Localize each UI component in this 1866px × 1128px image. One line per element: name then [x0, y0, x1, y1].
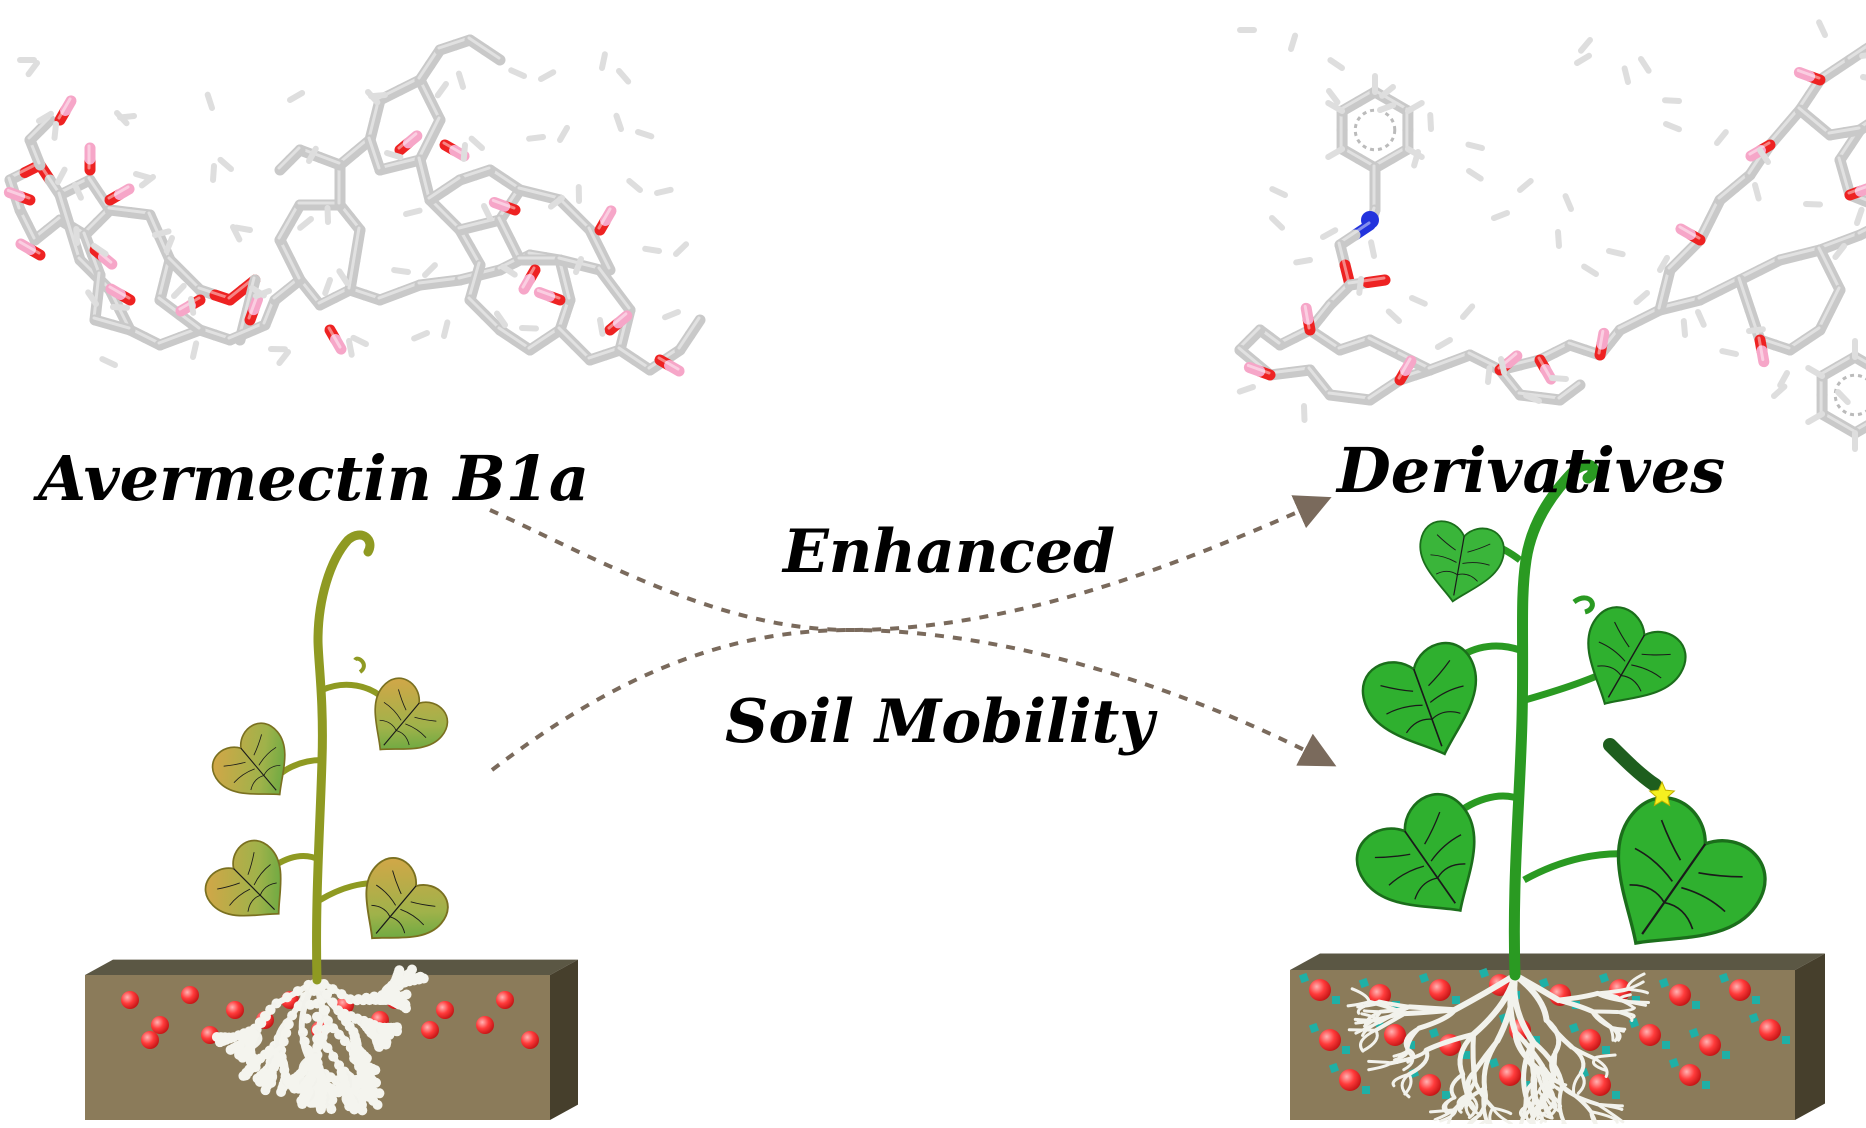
particle-tag — [1662, 1041, 1670, 1049]
soil-particle — [1384, 1024, 1406, 1046]
soil-side — [1795, 954, 1825, 1121]
particle-tag — [1782, 1036, 1790, 1044]
particle-tag — [1362, 1086, 1370, 1094]
particle-tag — [1612, 1091, 1620, 1099]
healthy-leaf — [1561, 598, 1695, 729]
soil-particle — [1339, 1069, 1361, 1091]
particle-tag — [1692, 1001, 1700, 1009]
soil-particle — [1679, 1064, 1701, 1086]
particle-tag — [1342, 1046, 1350, 1054]
stressed-leaf — [339, 849, 457, 966]
healthy-leaf — [1355, 635, 1499, 774]
particle-tag — [1752, 996, 1760, 1004]
particle-tag — [1602, 1046, 1610, 1054]
soil-particle — [1729, 979, 1751, 1001]
soil-particle — [1589, 1074, 1611, 1096]
soil-top — [1290, 954, 1825, 971]
soil-particle — [436, 1001, 454, 1019]
soil-particle — [151, 1016, 169, 1034]
stem — [1514, 465, 1593, 975]
soil-particle — [521, 1031, 539, 1049]
soil-particle — [1699, 1034, 1721, 1056]
soil-particle — [1639, 1024, 1661, 1046]
avermectin-b1a-label: Avermectin B1a — [38, 448, 589, 510]
soil-particle — [141, 1031, 159, 1049]
avermectin-b1a-molecule — [8, 38, 700, 371]
tendril — [355, 659, 364, 672]
tendril — [1574, 598, 1592, 612]
leaf-petiole — [322, 685, 385, 700]
healthy-leaf — [1345, 782, 1511, 946]
soil-particle — [1669, 984, 1691, 1006]
soil-particle — [421, 1021, 439, 1039]
particle-tag — [1332, 996, 1340, 1004]
healthy-plant-scene — [1290, 465, 1825, 1124]
soil-mobility-label: Soil Mobility — [725, 692, 1154, 752]
soil-particle — [496, 991, 514, 1009]
soil-particle — [1429, 979, 1451, 1001]
particle-tag — [1442, 1091, 1450, 1099]
soil-particle — [1319, 1029, 1341, 1051]
derivatives-molecule — [1239, 13, 1866, 449]
healthy-leaf — [1411, 518, 1507, 609]
stressed-leaf — [197, 832, 307, 942]
soil-particle — [1309, 979, 1331, 1001]
stem — [317, 535, 370, 980]
soil-top — [85, 960, 578, 975]
soil-particle — [1759, 1019, 1781, 1041]
particle-tag — [1452, 996, 1460, 1004]
soil-particle — [226, 1001, 244, 1019]
derivatives-label: Derivatives — [1337, 440, 1725, 502]
soil-particle — [121, 991, 139, 1009]
soil-particle — [1499, 1064, 1521, 1086]
particle-tag — [1722, 1051, 1730, 1059]
soil-particle — [181, 986, 199, 1004]
enhanced-label: Enhanced — [783, 522, 1115, 582]
stressed-plant-scene — [85, 535, 578, 1120]
soil-particle — [1579, 1029, 1601, 1051]
cucumber — [1610, 745, 1655, 785]
soil-particle — [476, 1016, 494, 1034]
soil-side — [550, 960, 578, 1120]
soil-particle — [1419, 1074, 1441, 1096]
particle-tag — [1702, 1081, 1710, 1089]
